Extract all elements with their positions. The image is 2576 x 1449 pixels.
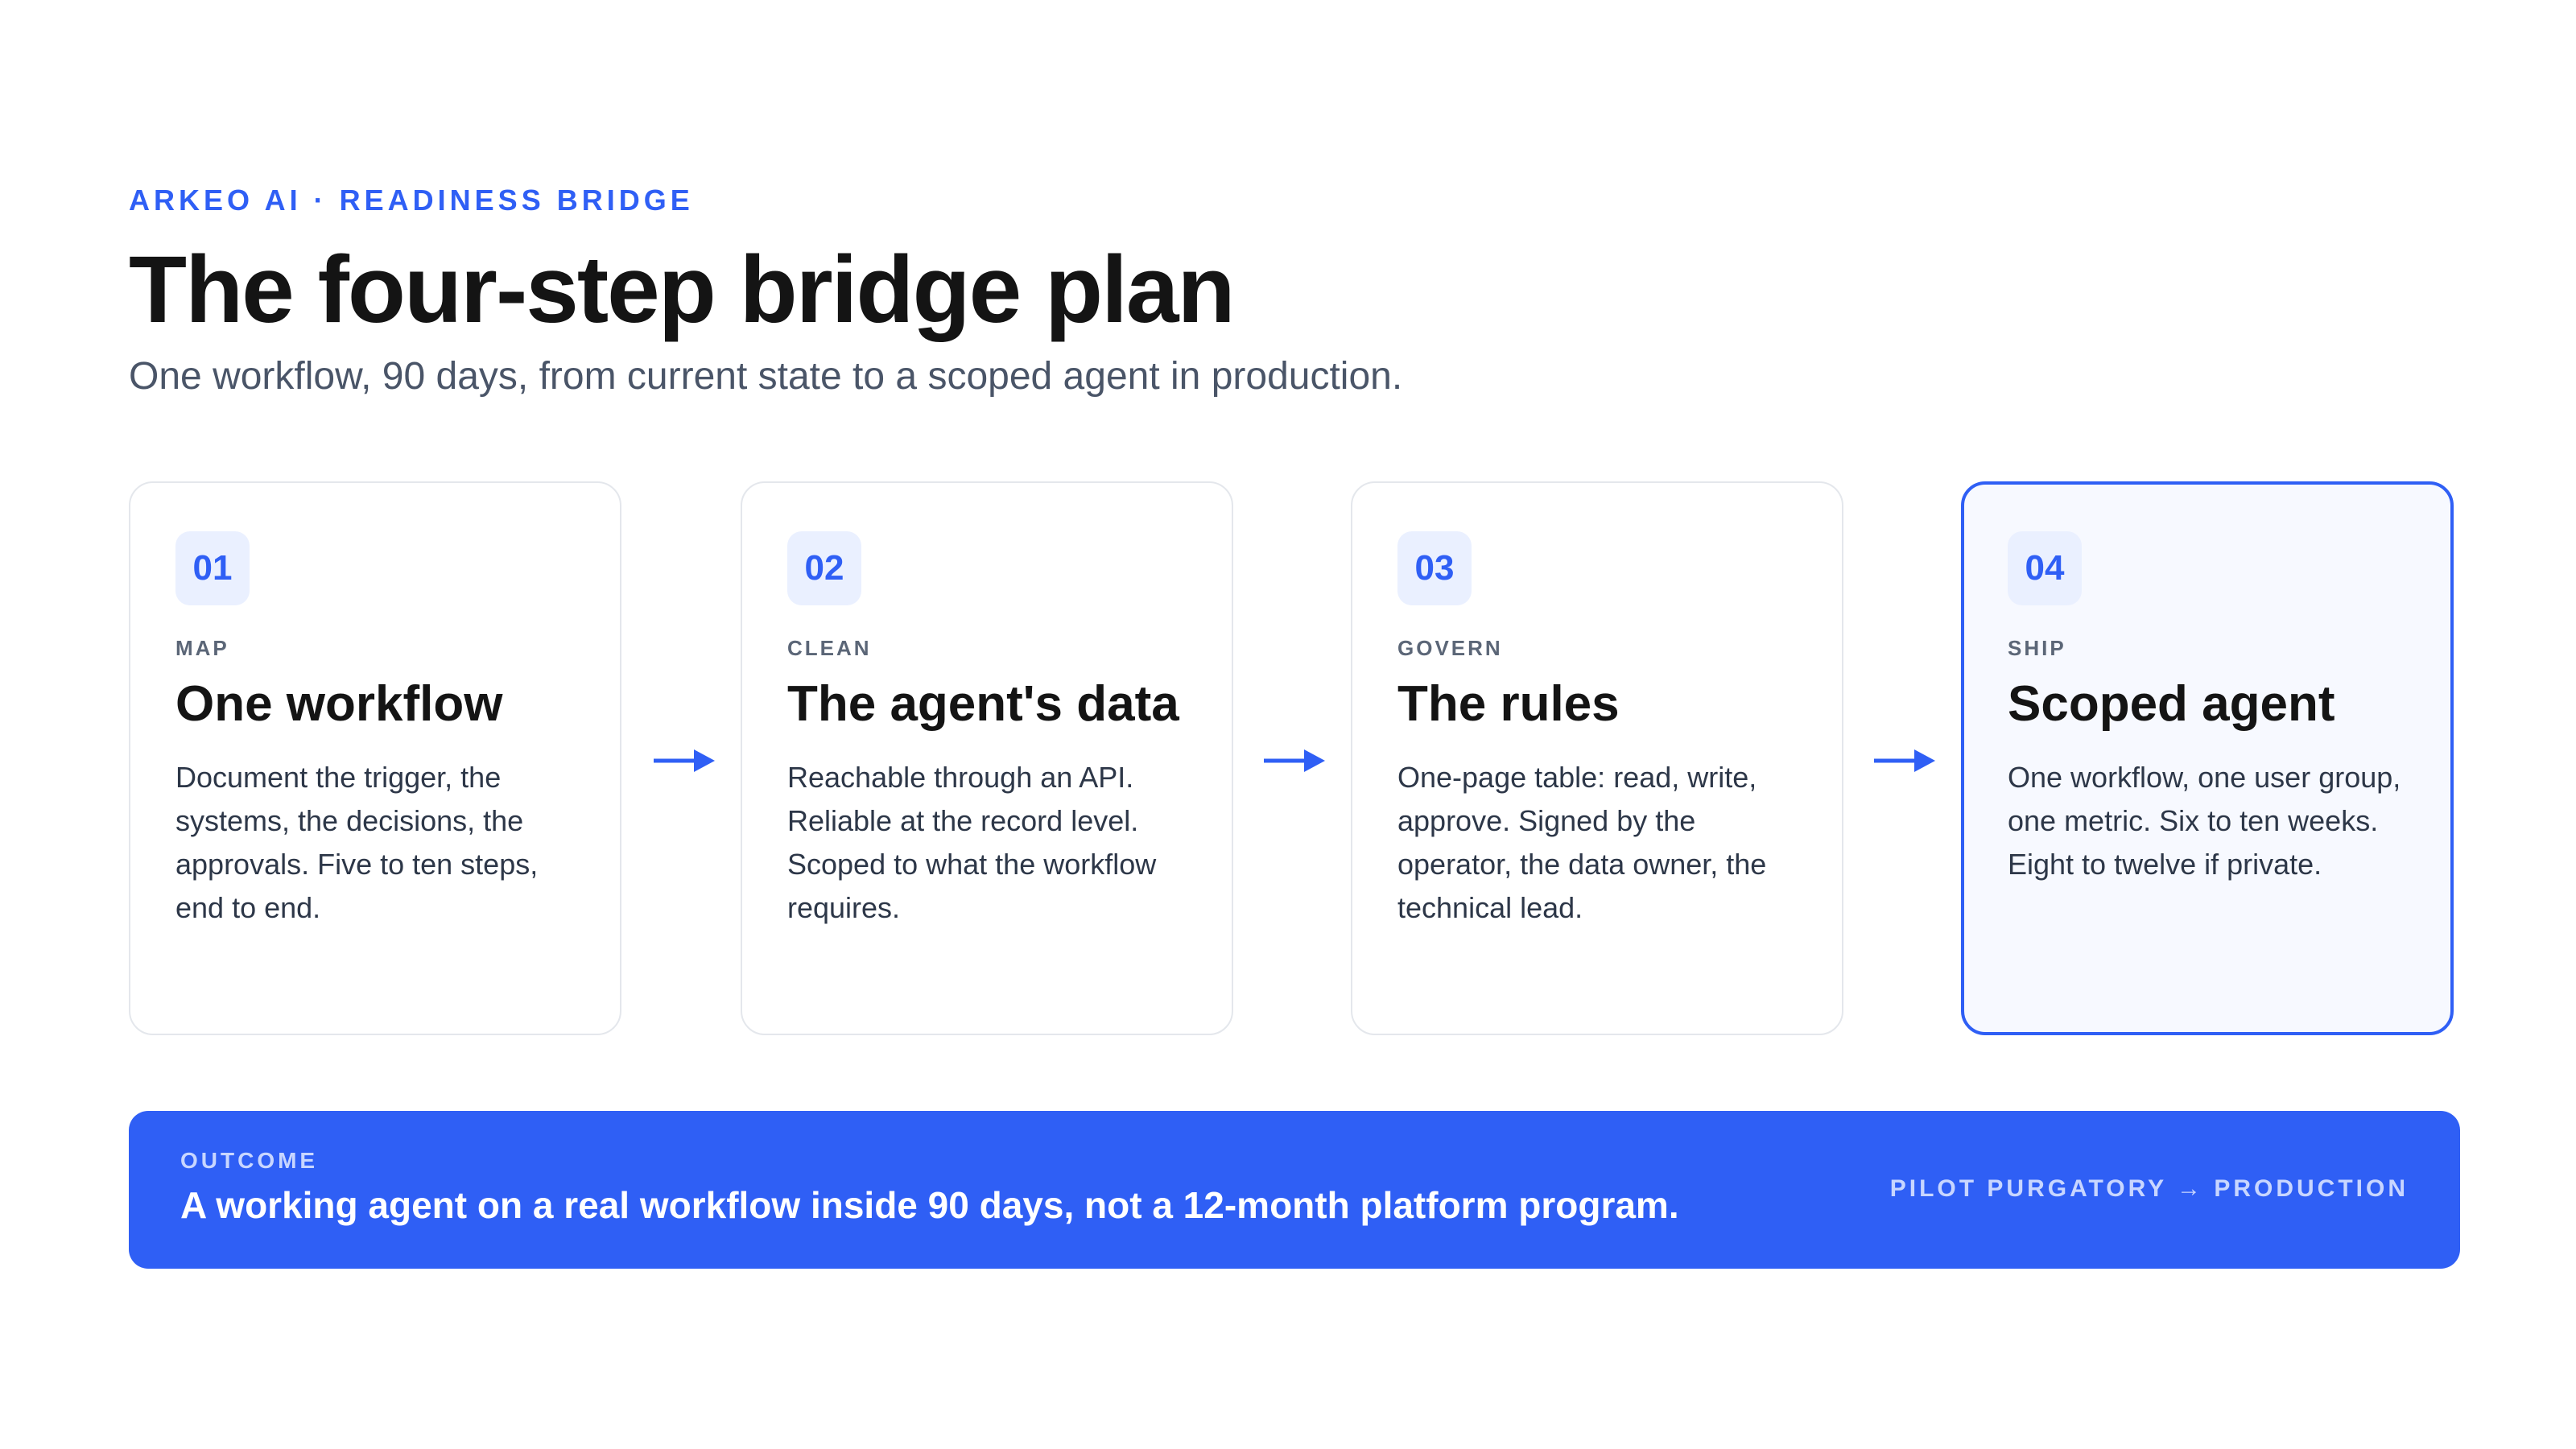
arrow-right-icon — [654, 749, 715, 772]
step-card-ship: 04 SHIP Scoped agent One workflow, one u… — [1961, 481, 2454, 1035]
page-subtitle: One workflow, 90 days, from current stat… — [129, 355, 1403, 398]
outcome-text: A working agent on a real workflow insid… — [180, 1184, 1679, 1226]
step-label: MAP — [175, 636, 229, 660]
arrow-right-icon — [1264, 749, 1325, 772]
step-number-badge: 02 — [787, 531, 861, 605]
step-description: One-page table: read, write, approve. Si… — [1397, 761, 1767, 924]
arrow-right-icon — [1874, 749, 1935, 772]
step-title: The rules — [1397, 676, 1620, 732]
step-card-map: 01 MAP One workflow Document the trigger… — [129, 481, 621, 1035]
step-label: CLEAN — [787, 636, 872, 660]
outcome-tag: PILOT PURGATORY → PRODUCTION — [1889, 1175, 2409, 1202]
step-card-govern: 03 GOVERN The rules One-page table: read… — [1351, 481, 1843, 1035]
step-description: Reachable through an API. Reliable at th… — [787, 761, 1157, 924]
step-title: One workflow — [175, 676, 503, 732]
step-title: The agent's data — [787, 676, 1179, 732]
step-label: SHIP — [2008, 636, 2066, 660]
outcome-banner: OUTCOME A working agent on a real workfl… — [129, 1111, 2460, 1269]
step-number-badge: 03 — [1397, 531, 1472, 605]
step-description: One workflow, one user group, one metric… — [2008, 761, 2401, 881]
step-title: Scoped agent — [2008, 676, 2335, 732]
step-card-clean: 02 CLEAN The agent's data Reachable thro… — [741, 481, 1233, 1035]
step-number-badge: 04 — [2008, 531, 2082, 605]
step-label: GOVERN — [1397, 636, 1503, 660]
page-title: The four-step bridge plan — [129, 237, 1236, 343]
step-number-badge: 01 — [175, 531, 250, 605]
outcome-label: OUTCOME — [180, 1148, 319, 1173]
step-description: Document the trigger, the systems, the d… — [175, 761, 539, 924]
eyebrow: ARKEO AI · READINESS BRIDGE — [129, 184, 694, 217]
